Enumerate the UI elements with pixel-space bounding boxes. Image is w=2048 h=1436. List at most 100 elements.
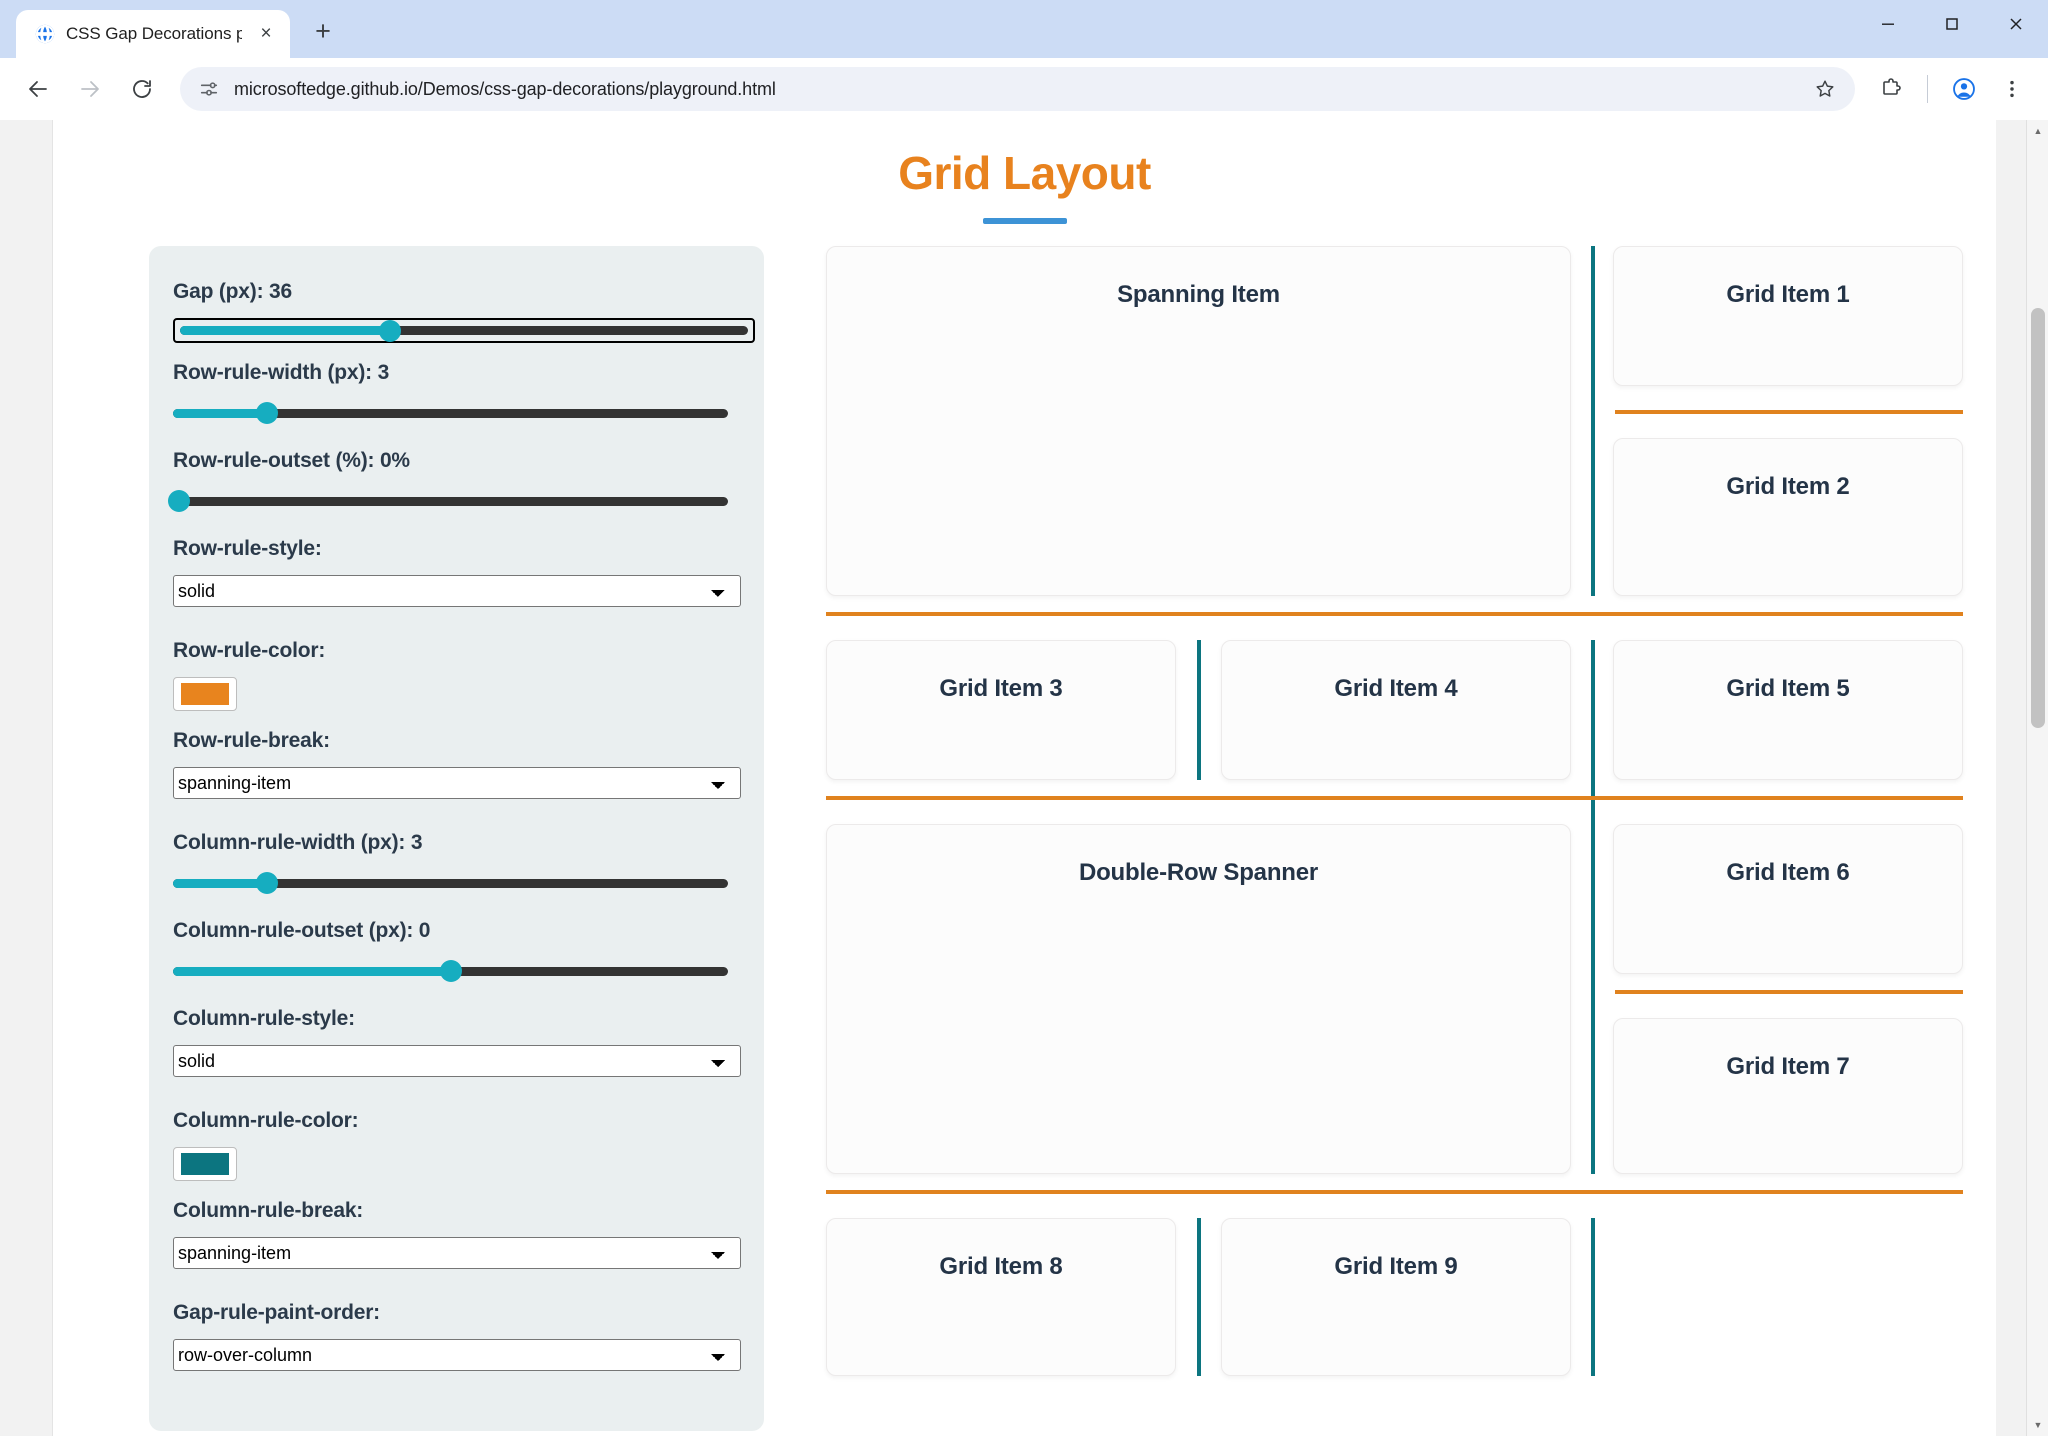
column-rule	[1197, 640, 1201, 780]
column-rule-width-slider-fill	[173, 878, 268, 888]
grid-item: Grid Item 7	[1613, 1018, 1963, 1174]
close-window-icon[interactable]	[1984, 0, 2048, 48]
column-rule-style-select-group: Column-rule-style:solid	[173, 1007, 741, 1099]
scroll-down-arrow[interactable]: ▼	[2033, 1420, 2043, 1430]
scroll-up-arrow[interactable]: ▲	[2033, 126, 2043, 136]
url-text: microsoftedge.github.io/Demos/css-gap-de…	[234, 78, 776, 99]
row-rule-outset-slider-track[interactable]	[167, 490, 728, 512]
column-rule-outset-slider-fill	[173, 966, 451, 976]
reload-icon[interactable]	[118, 65, 166, 113]
row-rule-width-slider[interactable]	[173, 399, 728, 427]
column-rule	[1591, 1218, 1595, 1376]
column-rule-outset-slider[interactable]	[173, 957, 728, 985]
column-rule-width-slider-track[interactable]	[173, 872, 728, 894]
forward-icon[interactable]	[66, 65, 114, 113]
grid-item-label: Grid Item 9	[1334, 1253, 1458, 1280]
grid-item: Double-Row Spanner	[826, 824, 1571, 1174]
grid-item-label: Grid Item 5	[1726, 675, 1850, 702]
grid-item: Grid Item 6	[1613, 824, 1963, 974]
row-rule	[1615, 990, 1963, 994]
row-rule	[826, 612, 1963, 616]
gap-rule-paint-order-select-label: Gap-rule-paint-order:	[173, 1301, 380, 1324]
address-bar[interactable]: microsoftedge.github.io/Demos/css-gap-de…	[180, 67, 1855, 111]
column-rule-width-slider[interactable]	[173, 869, 728, 897]
row-rule-color-swatch-label: Row-rule-color:	[173, 639, 326, 662]
column-rule-break-select-group: Column-rule-break: spanning-item	[173, 1199, 741, 1291]
column-rule-outset-slider-thumb[interactable]	[439, 960, 462, 982]
grid-item-label: Grid Item 6	[1726, 859, 1850, 886]
column-rule-outset-slider-group: Column-rule-outset (px): 0	[173, 919, 728, 985]
new-tab-button[interactable]: +	[315, 15, 331, 46]
grid-item: Grid Item 5	[1613, 640, 1963, 780]
row-rule-style-select[interactable]: solid	[173, 575, 741, 607]
column-rule-color-swatch-group: Column-rule-color:	[173, 1109, 728, 1181]
column-rule-outset-slider-track[interactable]	[173, 960, 728, 982]
row-rule-color-swatch-group: Row-rule-color:	[173, 639, 728, 711]
grid-item: Spanning Item	[826, 246, 1571, 596]
gap-slider-label: Gap (px): 36	[173, 280, 292, 303]
gap-rule-paint-order-select-group: Gap-rule-paint-order: row-over-column	[173, 1301, 741, 1393]
maximize-icon[interactable]	[1920, 0, 1984, 48]
row-rule-outset-slider-group: Row-rule-outset (%): 0%	[167, 449, 728, 515]
column-rule-width-slider-group: Column-rule-width (px): 3	[173, 831, 728, 897]
column-rule-break-select[interactable]: spanning-item	[173, 1237, 741, 1269]
omnibox-actions	[1803, 67, 1847, 111]
globe-icon	[35, 24, 55, 44]
title-underline	[982, 218, 1067, 224]
star-icon[interactable]	[1803, 67, 1847, 111]
grid-item: Grid Item 1	[1613, 246, 1963, 386]
row-rule-width-slider-fill	[173, 408, 268, 418]
account-circle-icon[interactable]	[1942, 67, 1986, 111]
grid-item: Grid Item 9	[1221, 1218, 1571, 1376]
vertical-scrollbar[interactable]: ▲ ▼	[2026, 120, 2048, 1436]
column-rule-style-select[interactable]: solid	[173, 1045, 741, 1077]
grid-demo: Spanning Item Grid Item 1 Grid Item 2 Grid …	[826, 246, 1963, 1376]
row-rule	[1615, 410, 1963, 414]
column-rule-color-swatch-label: Column-rule-color:	[173, 1109, 359, 1132]
toolbar-divider	[1927, 75, 1928, 103]
row-rule-width-slider-thumb[interactable]	[256, 402, 279, 424]
row-rule-color-swatch-fill	[181, 683, 229, 705]
minimize-icon[interactable]	[1856, 0, 1920, 48]
tab-strip: CSS Gap Decorations playground × +	[0, 0, 346, 58]
grid-item-label: Grid Item 8	[939, 1253, 1063, 1280]
row-rule-break-select[interactable]: spanning-item	[173, 767, 741, 799]
row-rule-width-slider-track[interactable]	[173, 402, 728, 424]
tab-title: CSS Gap Decorations playground	[66, 24, 242, 43]
gap-slider-track[interactable]	[180, 319, 748, 342]
grid-item-label: Grid Item 7	[1726, 1053, 1850, 1080]
scrollbar-thumb[interactable]	[2031, 308, 2045, 728]
site-settings-icon[interactable]	[198, 78, 220, 100]
browser-toolbar: microsoftedge.github.io/Demos/css-gap-de…	[0, 58, 2048, 120]
column-rule	[1591, 246, 1595, 596]
row-rule-color-swatch[interactable]	[173, 677, 237, 711]
column-rule-break-select-label: Column-rule-break:	[173, 1199, 364, 1222]
gap-slider[interactable]	[173, 318, 755, 343]
grid-item-label: Spanning Item	[1117, 281, 1280, 308]
grid-item: Grid Item 3	[826, 640, 1176, 780]
column-rule	[1591, 640, 1595, 1174]
browser-tab[interactable]: CSS Gap Decorations playground ×	[16, 10, 290, 58]
puzzle-piece-icon[interactable]	[1869, 67, 1913, 111]
grid-item-label: Grid Item 3	[939, 675, 1063, 702]
column-rule	[1197, 1218, 1201, 1376]
row-rule-outset-slider[interactable]	[167, 487, 728, 515]
row-rule-outset-slider-thumb[interactable]	[167, 490, 190, 512]
tab-close-icon[interactable]: ×	[260, 23, 272, 44]
row-rule-break-select-label: Row-rule-break:	[173, 729, 330, 752]
grid-item-label: Grid Item 1	[1726, 281, 1850, 308]
page-title: Grid Layout	[898, 147, 1151, 199]
grid-item: Grid Item 8	[826, 1218, 1176, 1376]
grid-item-label: Grid Item 2	[1726, 473, 1850, 500]
column-rule-color-swatch[interactable]	[173, 1147, 237, 1181]
back-icon[interactable]	[14, 65, 62, 113]
grid-item: Grid Item 2	[1613, 438, 1963, 596]
grid-item-label: Double-Row Spanner	[1078, 859, 1319, 886]
more-vertical-icon[interactable]	[1990, 67, 2034, 111]
gap-slider-thumb[interactable]	[379, 319, 402, 342]
column-rule-width-slider-thumb[interactable]	[256, 872, 279, 894]
gap-rule-paint-order-select[interactable]: row-over-column	[173, 1339, 741, 1371]
